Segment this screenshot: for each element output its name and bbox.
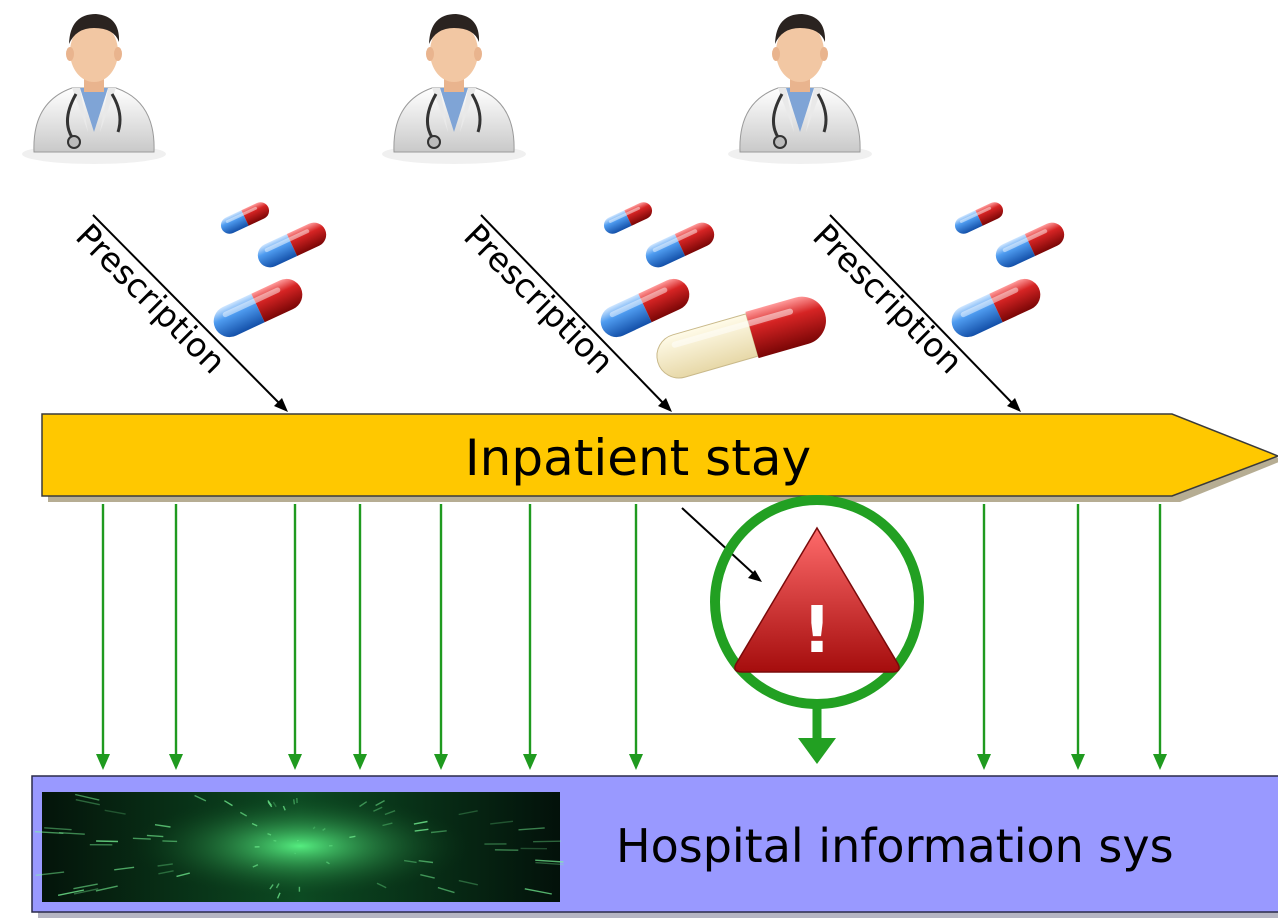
event-arrow — [169, 504, 183, 770]
inpatient-stay-arrow: Inpatient stay — [41, 413, 1278, 502]
event-arrow — [523, 504, 537, 770]
warning-symbol: ! — [802, 594, 831, 668]
prescription-label: Prescription — [456, 216, 621, 381]
event-arrow — [353, 504, 367, 770]
inpatient-stay-label: Inpatient stay — [465, 429, 811, 487]
prescription-label: Prescription — [68, 216, 233, 381]
event-arrows — [96, 504, 1167, 770]
hospital-information-system: Hospital information sys — [31, 775, 1278, 918]
pills-icon — [946, 199, 1069, 343]
event-arrow — [96, 504, 110, 770]
event-arrow — [977, 504, 991, 770]
event-arrow — [629, 504, 643, 770]
event-arrow — [288, 504, 302, 770]
warning-icon: ! — [734, 526, 900, 673]
event-arrow — [1153, 504, 1167, 770]
doctor-icon — [380, 12, 528, 166]
matrix-image — [34, 792, 564, 902]
capsule-icon — [656, 296, 826, 379]
event-arrow — [434, 504, 448, 770]
alert-pointer-arrow — [681, 507, 762, 582]
event-arrow — [1071, 504, 1085, 770]
prescription-label: Prescription — [805, 216, 970, 381]
hospital-information-system-label: Hospital information sys — [616, 819, 1174, 873]
doctor-icon — [726, 12, 874, 166]
pills-icon — [595, 199, 719, 343]
doctor-icon — [20, 12, 168, 166]
alert-indicator: ! — [710, 495, 924, 764]
pills-icon — [208, 199, 331, 343]
